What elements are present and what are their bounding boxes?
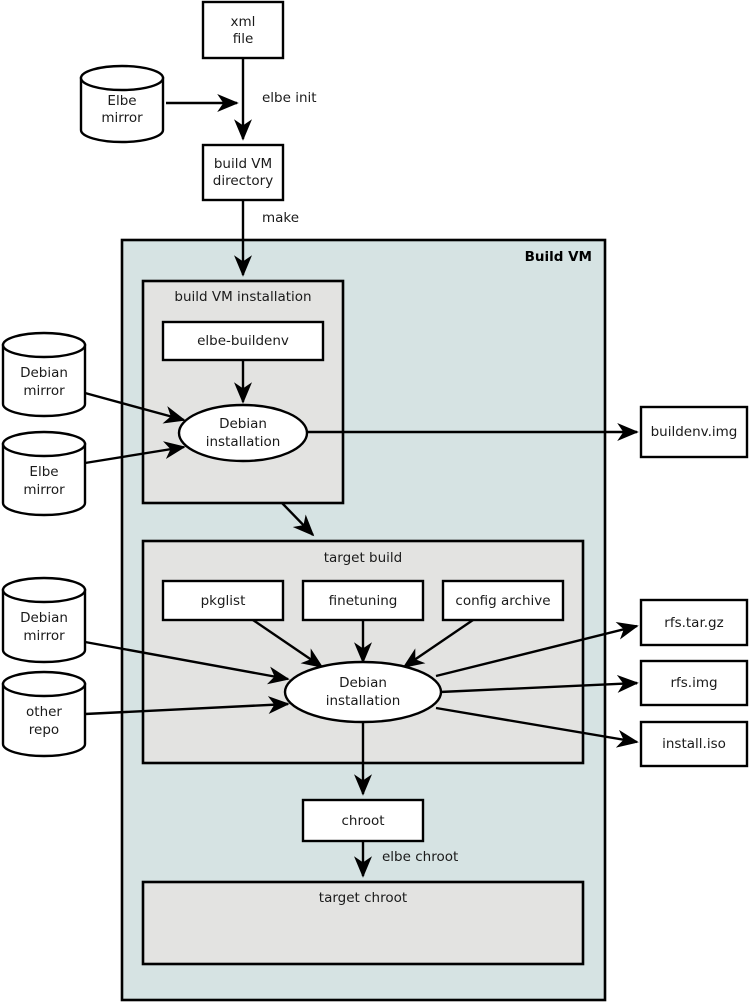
edge-target-installation-to-rfs-img — [439, 674, 639, 694]
node-finetuning-label: finetuning — [329, 593, 398, 609]
edge-elbe-mirror-lower-to-debian-installation — [84, 441, 186, 465]
edge-target-installation-to-install-iso — [435, 706, 639, 748]
container-target-chroot: target chroot — [141, 880, 585, 966]
node-build-vm-directory-label-line1: build VM — [214, 156, 272, 172]
container-target-build-label: target build — [324, 550, 403, 566]
edge-label-make: make — [262, 210, 299, 226]
container-build-vm-installation-label: build VM installation — [174, 289, 311, 305]
node-debian-mirror-lower-label-line1: Debian — [20, 610, 68, 626]
edge-target-installation-to-rfs-targz — [435, 622, 639, 678]
node-xml-file-label-line2: file — [233, 31, 254, 47]
node-elbe-buildenv-label: elbe-buildenv — [197, 333, 289, 349]
node-elbe-mirror-top-label-line1: Elbe — [107, 93, 136, 109]
node-config-archive-label: config archive — [455, 593, 550, 609]
node-debian-installation-buildvm-label-line1: Debian — [219, 416, 267, 432]
node-buildenv-img[interactable]: buildenv.img — [639, 405, 749, 459]
node-debian-mirror-lower-label-line2: mirror — [23, 628, 65, 644]
node-debian-installation-target-label-line1: Debian — [339, 675, 387, 691]
node-rfs-img-label: rfs.img — [670, 675, 717, 691]
edge-debian-mirror-lower-to-target-installation — [84, 640, 290, 685]
node-rfs-img[interactable]: rfs.img — [639, 659, 749, 707]
edge-pkglist-to-target-installation — [252, 619, 324, 669]
node-debian-installation-buildvm-label-line2: installation — [206, 434, 281, 450]
node-build-vm-directory-label-line2: directory — [213, 173, 273, 189]
node-elbe-mirror-top[interactable]: Elbe mirror — [79, 64, 165, 144]
node-debian-mirror-upper[interactable]: Debian mirror — [1, 331, 87, 418]
node-xml-file-label-line1: xml — [231, 14, 256, 30]
node-finetuning[interactable]: finetuning — [301, 579, 425, 622]
container-target-chroot-label: target chroot — [319, 890, 407, 906]
node-other-repo-label-line1: other — [26, 704, 62, 720]
edge-debian-mirror-upper-to-debian-installation — [84, 391, 186, 424]
node-elbe-mirror-lower[interactable]: Elbe mirror — [1, 430, 87, 517]
node-install-iso-label: install.iso — [662, 736, 726, 752]
node-debian-installation-target-label-line2: installation — [326, 693, 401, 709]
node-other-repo-label-line2: repo — [29, 722, 59, 738]
node-config-archive[interactable]: config archive — [441, 579, 565, 622]
node-build-vm-directory[interactable]: build VM directory — [201, 143, 285, 202]
node-chroot-label: chroot — [341, 813, 384, 829]
node-xml-file[interactable]: xml file — [201, 0, 285, 60]
container-build-vm-label: Build VM — [525, 249, 592, 265]
node-debian-mirror-upper-label-line1: Debian — [20, 365, 68, 381]
node-rfs-targz-label: rfs.tar.gz — [664, 615, 723, 631]
edge-other-repo-to-target-installation — [84, 695, 290, 716]
edge-config-archive-to-target-installation — [402, 619, 474, 669]
node-chroot[interactable]: chroot — [301, 798, 425, 843]
node-debian-installation-buildvm[interactable]: Debian installation — [177, 403, 309, 463]
edge-installation-to-target-build — [281, 502, 315, 537]
edge-label-elbe-chroot: elbe chroot — [382, 849, 458, 865]
node-buildenv-img-label: buildenv.img — [651, 424, 738, 440]
node-debian-mirror-upper-label-line2: mirror — [23, 383, 65, 399]
node-elbe-buildenv[interactable]: elbe-buildenv — [161, 320, 325, 362]
node-elbe-mirror-lower-label-line1: Elbe — [29, 464, 58, 480]
node-other-repo[interactable]: other repo — [1, 670, 87, 758]
edge-label-elbe-init: elbe init — [262, 90, 317, 106]
container-build-vm-installation: build VM installation — [141, 279, 345, 505]
node-install-iso[interactable]: install.iso — [639, 720, 749, 768]
node-debian-installation-target[interactable]: Debian installation — [283, 660, 443, 724]
node-elbe-mirror-top-label-line2: mirror — [101, 110, 143, 126]
node-debian-mirror-lower[interactable]: Debian mirror — [1, 576, 87, 664]
node-pkglist[interactable]: pkglist — [161, 579, 285, 622]
node-pkglist-label: pkglist — [201, 593, 246, 609]
node-elbe-mirror-lower-label-line2: mirror — [23, 482, 65, 498]
node-rfs-targz[interactable]: rfs.tar.gz — [639, 598, 749, 647]
